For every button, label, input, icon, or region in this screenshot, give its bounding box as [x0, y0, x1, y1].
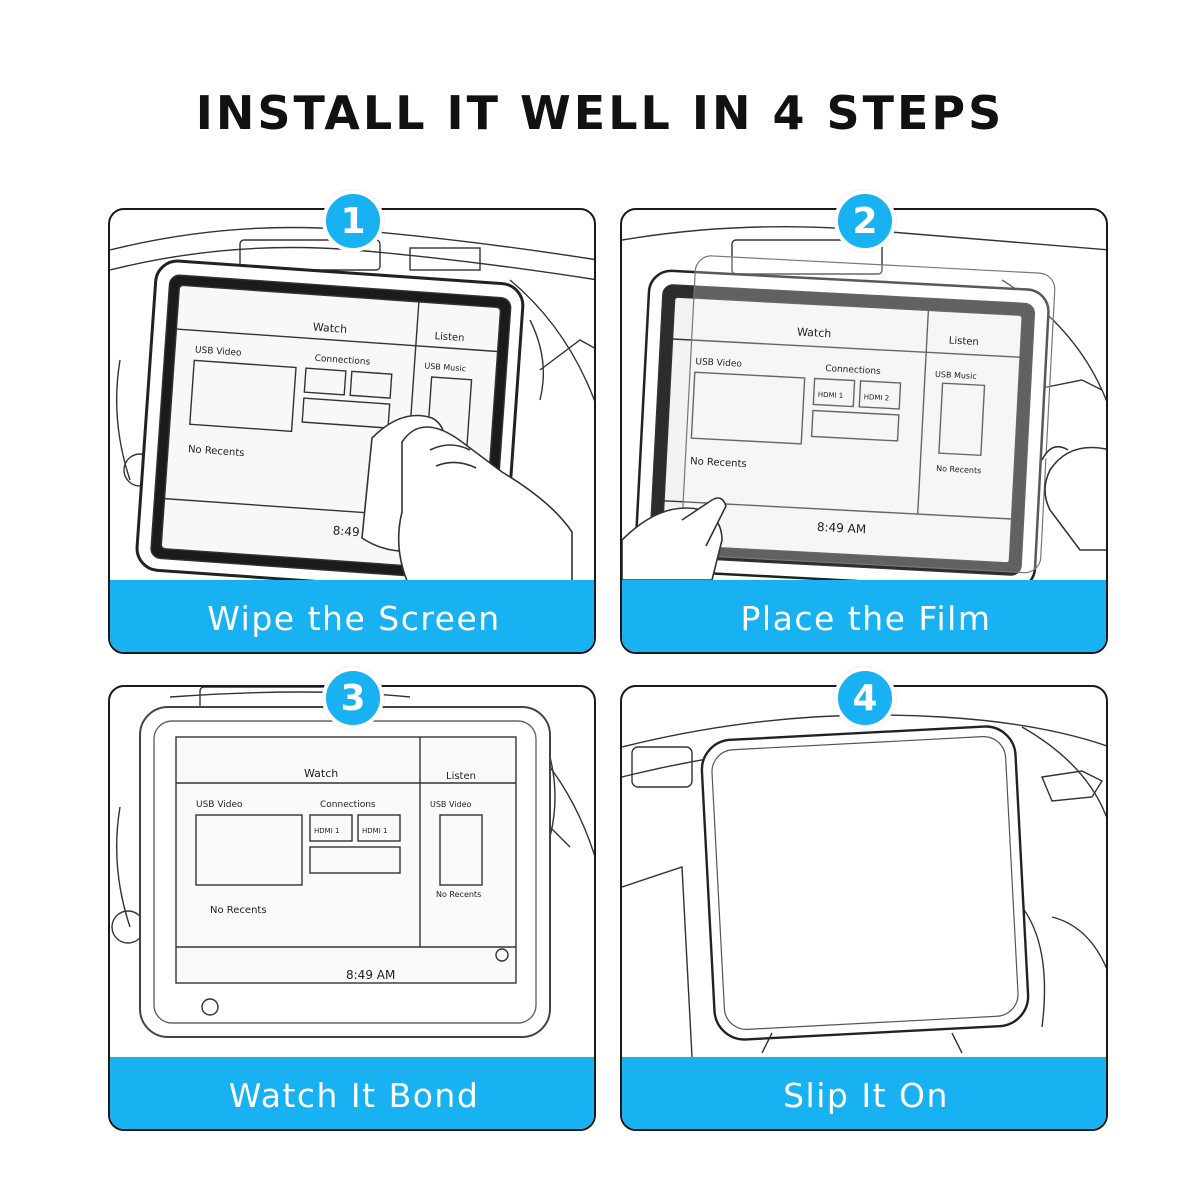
step-2-badge: 2: [834, 190, 896, 252]
step-3-caption-bar: Watch It Bond: [110, 1057, 594, 1129]
step-card-4: Slip It On: [620, 685, 1108, 1131]
screen-connections-label: Connections: [320, 800, 376, 810]
screen-no-recents-label-right: No Recents: [436, 890, 481, 899]
step-4-caption-bar: Slip It On: [622, 1057, 1106, 1129]
screen-usb-video-label-right: USB Video: [430, 800, 471, 809]
screen-watch-label: Watch: [312, 321, 347, 336]
step-1-badge: 1: [322, 190, 384, 252]
step-4-number: 4: [852, 677, 878, 719]
step-card-1: Watch Listen USB Video Connections USB M…: [108, 208, 596, 654]
screen-listen-label: Listen: [949, 335, 980, 348]
screen-hdmi1-label: HDMI 1: [314, 827, 339, 835]
screen-hdmi2-label: HDMI 2: [864, 393, 890, 402]
step-2-illustration: Watch Listen USB Video Connections USB M…: [622, 210, 1106, 580]
step-4-illustration: [622, 687, 1106, 1057]
screen-no-recents-label: No Recents: [690, 456, 747, 470]
step-1-caption: Wipe the Screen: [207, 598, 501, 638]
step-1-caption-bar: Wipe the Screen: [110, 580, 594, 652]
screen-usb-music-label: USB Music: [935, 370, 977, 381]
step-card-2: Watch Listen USB Video Connections USB M…: [620, 208, 1108, 654]
screen-no-recents-label: No Recents: [210, 905, 267, 916]
step-4-badge: 4: [834, 667, 896, 729]
wiping-hand-icon: [361, 414, 573, 580]
screen-listen-label: Listen: [446, 771, 476, 782]
screen-usb-video-label: USB Video: [196, 800, 243, 810]
step-3-illustration: Watch Listen USB Video Connections USB V…: [110, 687, 594, 1057]
screen-connections-label: Connections: [314, 354, 370, 368]
step-4-caption: Slip It On: [783, 1075, 949, 1115]
hands-holding-film-icon: [622, 445, 1106, 580]
screen-time-label: 8:49 AM: [346, 968, 395, 982]
screen-usb-video-label: USB Video: [195, 345, 243, 358]
screen-usb-music-label: USB Music: [424, 361, 466, 373]
step-1-illustration: Watch Listen USB Video Connections USB M…: [110, 210, 594, 580]
step-3-badge: 3: [322, 667, 384, 729]
step-3-number: 3: [340, 677, 366, 719]
step-card-3: Watch Listen USB Video Connections USB V…: [108, 685, 596, 1131]
screen-watch-label: Watch: [797, 326, 832, 341]
screen-usb-video-label: USB Video: [695, 357, 743, 369]
screen-hdmi1b-label: HDMI 1: [362, 827, 387, 835]
screen-time-label: 8:49 AM: [817, 520, 867, 537]
screen-listen-label: Listen: [434, 331, 465, 344]
step-2-caption: Place the Film: [740, 598, 992, 638]
step-1-number: 1: [340, 200, 366, 242]
screen-no-recents-label: No Recents: [188, 444, 245, 459]
step-2-caption-bar: Place the Film: [622, 580, 1106, 652]
screen-hdmi1-label: HDMI 1: [818, 391, 844, 400]
page-title: INSTALL IT WELL IN 4 STEPS: [195, 86, 1005, 140]
screen-watch-label: Watch: [304, 767, 338, 780]
step-2-number: 2: [852, 200, 878, 242]
step-3-caption: Watch It Bond: [228, 1075, 480, 1115]
screen-no-recents-label-right: No Recents: [936, 464, 982, 475]
screen-connections-label: Connections: [825, 364, 881, 377]
